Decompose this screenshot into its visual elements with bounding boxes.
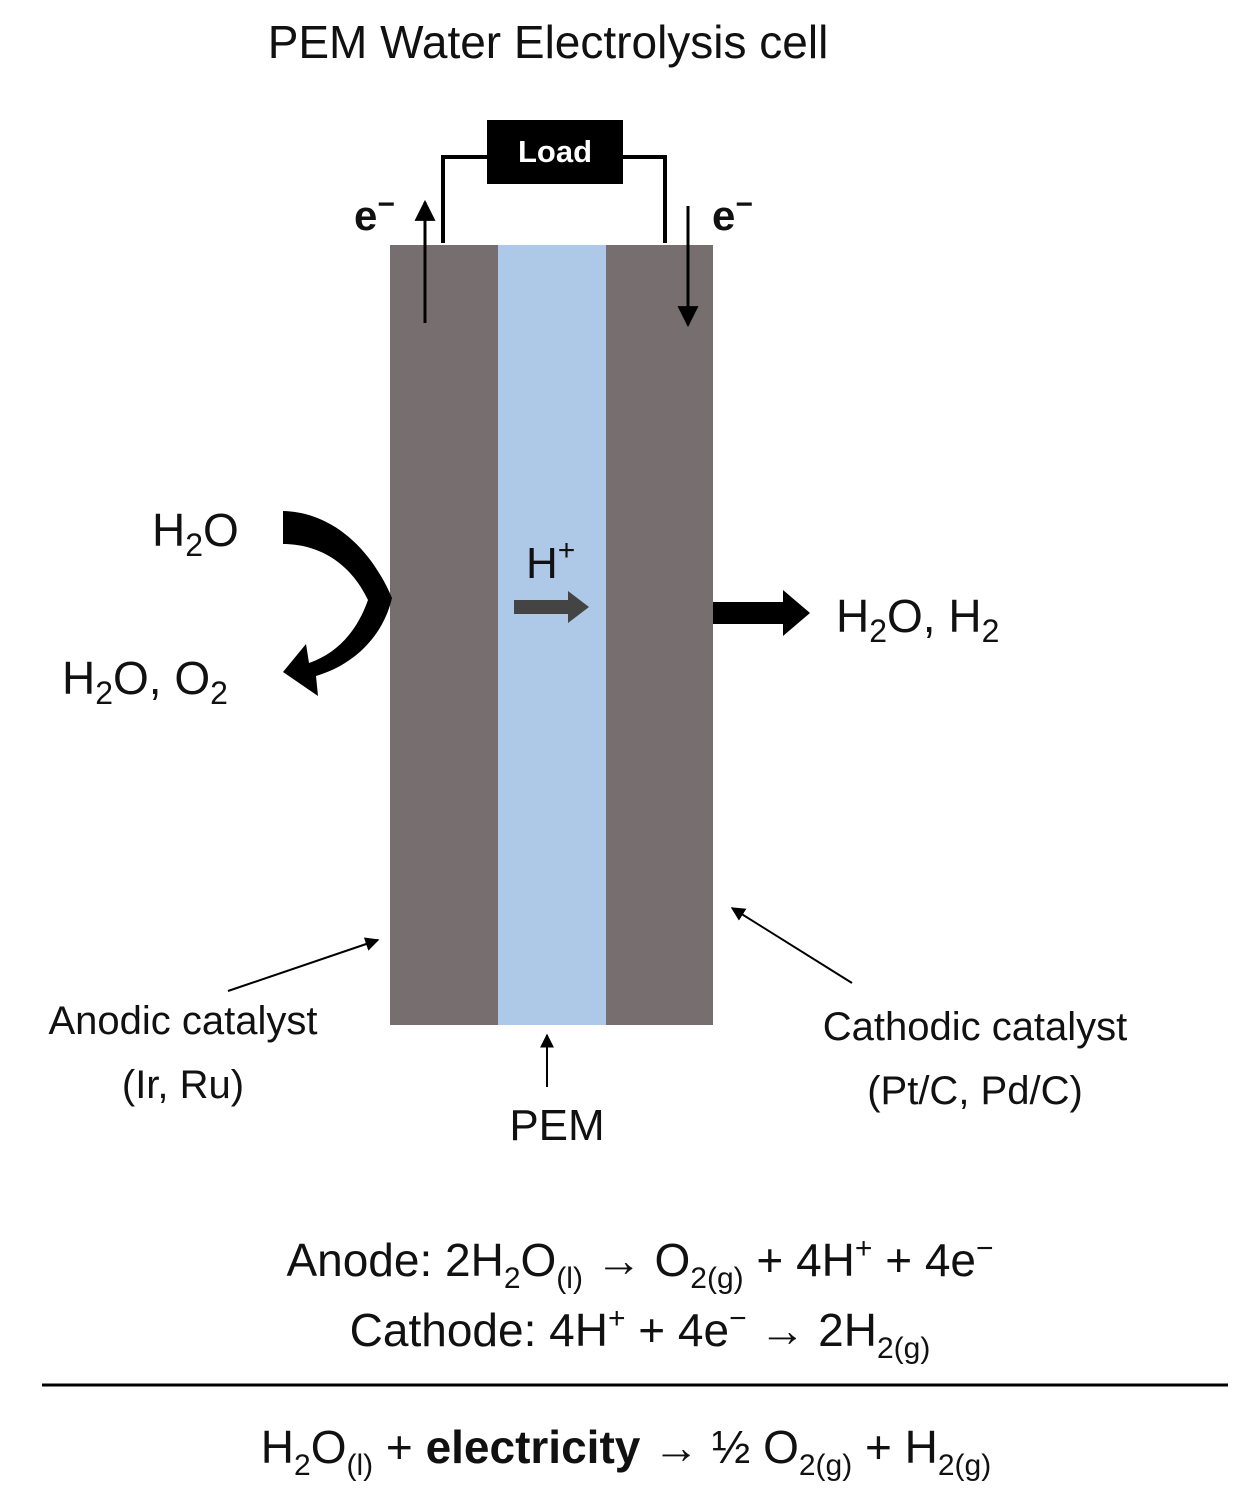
load-box	[487, 120, 623, 184]
proton-label: H+	[526, 534, 575, 588]
anode-input-label: H2O	[152, 504, 239, 563]
anodic-catalyst-pointer	[227, 937, 380, 992]
cathodic-catalyst-pointer	[730, 907, 853, 984]
electron-label-right: e−	[712, 188, 753, 239]
anode-output-label: H2O, O2	[62, 652, 228, 711]
load-label: Load	[518, 134, 592, 169]
electron-label-left: e−	[354, 188, 395, 239]
cathode-electrode	[606, 245, 713, 1025]
wire-left	[441, 155, 487, 243]
overall-equation: H2O(l) + electricity → ½ O2(g) + H2(g)	[261, 1421, 991, 1482]
diagram-title: PEM Water Electrolysis cell	[268, 16, 829, 68]
cathode-output-label: H2O, H2	[836, 590, 999, 649]
wire-right	[623, 155, 667, 243]
anodic-catalyst-metals: (Ir, Ru)	[122, 1063, 244, 1107]
cathode-output-arrow	[713, 590, 810, 636]
anode-curved-arrow	[283, 511, 392, 696]
anode-electrode	[390, 245, 498, 1025]
cathodic-catalyst-metals: (Pt/C, Pd/C)	[867, 1069, 1083, 1113]
anode-equation: Anode: 2H2O(l) → O2(g) + 4H+ + 4e−	[286, 1232, 993, 1295]
pem-label: PEM	[509, 1101, 604, 1150]
anodic-catalyst-label: Anodic catalyst	[48, 999, 317, 1043]
cathode-equation: Cathode: 4H+ + 4e− → 2H2(g)	[350, 1302, 931, 1365]
pem-membrane	[498, 245, 606, 1025]
proton-arrow	[514, 591, 589, 623]
cathodic-catalyst-label: Cathodic catalyst	[823, 1005, 1128, 1049]
